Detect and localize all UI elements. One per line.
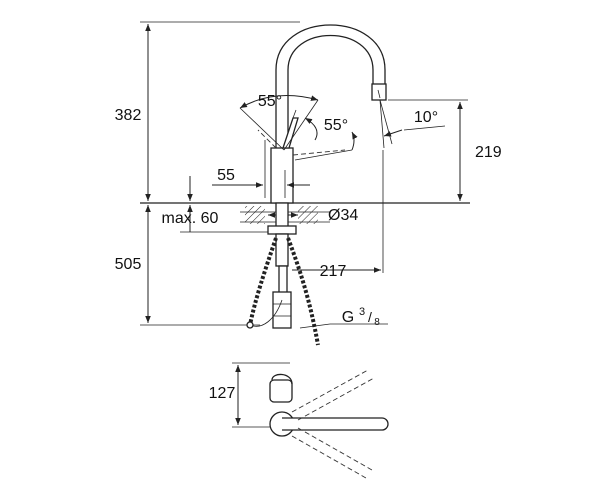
dimension-label-127: 127 bbox=[209, 385, 236, 402]
top-view: 127 bbox=[209, 362, 389, 479]
dimension-under-counter-length: 505 bbox=[115, 205, 260, 326]
dimension-label-219: 219 bbox=[475, 144, 502, 161]
dimension-total-height: 382 bbox=[115, 21, 300, 201]
supply-hoses bbox=[246, 237, 320, 346]
dimension-counter-thickness: max. 60 bbox=[162, 176, 280, 233]
angle-lever-55-lower: 55° bbox=[294, 117, 358, 161]
angle-spout-10: 10° bbox=[379, 99, 446, 149]
thread-callout: G 3 / 8 bbox=[299, 306, 388, 329]
dimension-label-max-60: max. 60 bbox=[162, 210, 219, 227]
angle-label-55-lower: 55° bbox=[324, 117, 348, 134]
angle-label-55-upper: 55° bbox=[258, 93, 282, 110]
dimension-label-505: 505 bbox=[115, 256, 142, 273]
dimension-lever-offset: 55 bbox=[212, 140, 310, 198]
thread-label-num: 3 bbox=[359, 306, 365, 318]
thread-label-den: 8 bbox=[374, 317, 380, 328]
thread-label-g: G bbox=[342, 309, 354, 326]
countertop bbox=[140, 202, 470, 224]
faucet-body bbox=[257, 24, 387, 204]
mounting-assembly bbox=[267, 202, 297, 329]
dimension-label-382: 382 bbox=[115, 107, 142, 124]
dimension-label-d34: Ø34 bbox=[328, 207, 358, 224]
angle-label-10: 10° bbox=[414, 109, 438, 126]
dimension-label-217: 217 bbox=[320, 263, 347, 280]
dimension-label-55-offset: 55 bbox=[217, 167, 235, 184]
thread-label-slash: / bbox=[368, 309, 372, 325]
dimension-spout-reach: 217 bbox=[292, 150, 384, 280]
angle-lever-55-upper: 55° bbox=[239, 93, 319, 151]
dimension-spout-height: 219 bbox=[388, 99, 502, 201]
